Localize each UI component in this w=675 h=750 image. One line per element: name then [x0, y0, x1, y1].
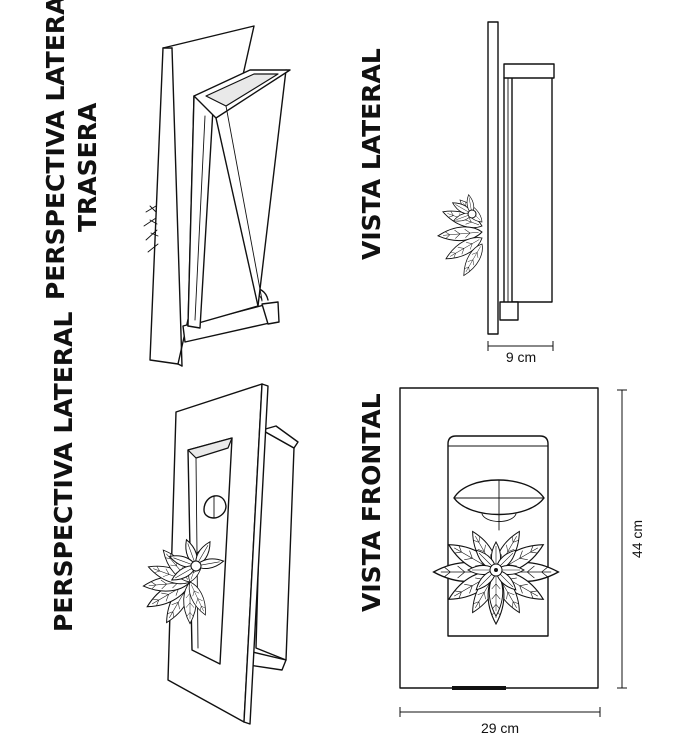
front-bowl: [453, 479, 545, 531]
front-view-drawing: 29 cm 44 cm: [399, 387, 645, 736]
window-recess-top: [187, 437, 233, 459]
box-foot: [499, 301, 519, 321]
box-top-cap: [503, 63, 555, 79]
bracket-end: [261, 301, 280, 325]
plant-perspective: [142, 537, 225, 627]
plant-leaves-peek: [143, 205, 159, 253]
front-foot: [452, 686, 506, 690]
side-view: VISTA LATERAL: [357, 21, 555, 365]
bowl-inside: [203, 495, 227, 519]
wall-panel-side: [487, 21, 499, 335]
front-view: VISTA FRONTAL: [357, 387, 645, 736]
rear-perspective-drawing: [143, 25, 291, 367]
box-top-opening: [205, 73, 279, 107]
front-view-label: VISTA FRONTAL: [357, 393, 386, 612]
rear-perspective-label-line2: TRASERA: [73, 102, 102, 232]
rear-perspective-view: PERSPECTIVA LATERAL TRASERA: [41, 0, 291, 367]
side-view-label: VISTA LATERAL: [357, 48, 386, 260]
front-plant: [432, 527, 560, 625]
panel-edge: [243, 383, 269, 725]
side-perspective-label: PERSPECTIVA LATERAL: [49, 311, 78, 632]
side-view-drawing: 9 cm: [436, 21, 555, 365]
side-perspective-view: PERSPECTIVA LATERAL: [49, 311, 299, 725]
height-dimension-text: 44 cm: [629, 520, 645, 558]
box-body-side: [511, 75, 553, 303]
box-top-behind: [261, 425, 299, 449]
rear-perspective-label-line1: PERSPECTIVA LATERAL: [41, 0, 70, 300]
depth-dimension-text: 9 cm: [506, 349, 536, 365]
plant-side: [436, 193, 488, 279]
side-perspective-drawing: [142, 383, 299, 725]
width-dimension-text: 29 cm: [481, 720, 519, 736]
